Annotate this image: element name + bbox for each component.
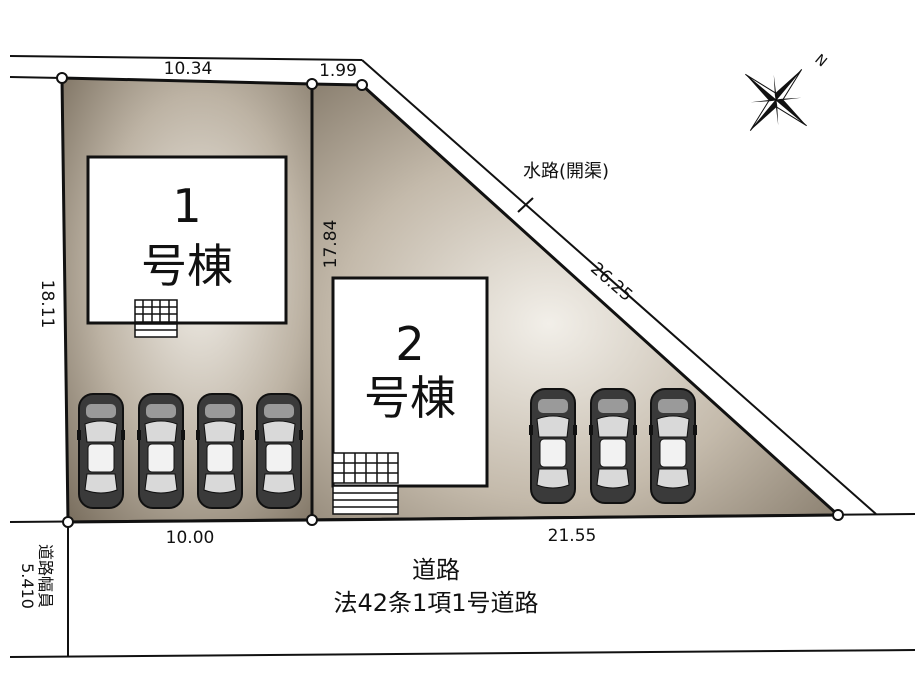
car-icon	[196, 393, 244, 509]
building-2-footprint	[331, 276, 489, 488]
road-bottom-edge	[9, 649, 916, 658]
dim-top-right: 1.99	[319, 61, 357, 81]
road-type: 法42条1項1号道路	[333, 589, 538, 617]
compass-north-label: N	[811, 51, 829, 70]
road-width-title: 道路幅員	[36, 544, 55, 608]
car-icon	[137, 393, 185, 509]
waterway-tick	[517, 197, 534, 213]
dim-bottom-left: 10.00	[166, 528, 215, 548]
building-2-entrance-grid	[332, 452, 399, 515]
car-icon	[649, 388, 697, 504]
dim-middle-divider: 17.84	[321, 220, 341, 269]
corner-marker	[306, 78, 318, 90]
building-1-footprint	[86, 155, 288, 325]
road-name: 道路	[412, 556, 460, 584]
top-boundary-line	[9, 55, 363, 61]
building-1-name: 号棟	[141, 239, 233, 293]
top-boundary-line-inner	[9, 76, 63, 79]
road-width-value: 5.410	[18, 563, 37, 609]
car-icon	[529, 388, 577, 504]
building-1-number: 1	[172, 179, 201, 233]
waterway-outer-line	[361, 59, 877, 515]
road-top-edge	[9, 513, 916, 523]
parking-area	[77, 388, 697, 509]
car-icon	[77, 393, 125, 509]
building-2-name: 号棟	[364, 371, 456, 425]
dim-bottom-right: 21.55	[548, 526, 597, 546]
car-icon	[255, 393, 303, 509]
car-icon	[589, 388, 637, 504]
corner-marker	[62, 516, 74, 528]
corner-marker	[356, 79, 368, 91]
corner-marker	[56, 72, 68, 84]
dim-left-side: 18.11	[37, 280, 57, 329]
corner-marker	[832, 509, 844, 521]
dim-top-left: 10.34	[164, 59, 213, 79]
building-1-entrance-grid	[134, 299, 178, 338]
building-2-number: 2	[395, 317, 424, 371]
waterway-label: 水路(開渠)	[523, 161, 609, 182]
compass-rose-icon	[745, 69, 807, 131]
corner-marker	[306, 514, 318, 526]
